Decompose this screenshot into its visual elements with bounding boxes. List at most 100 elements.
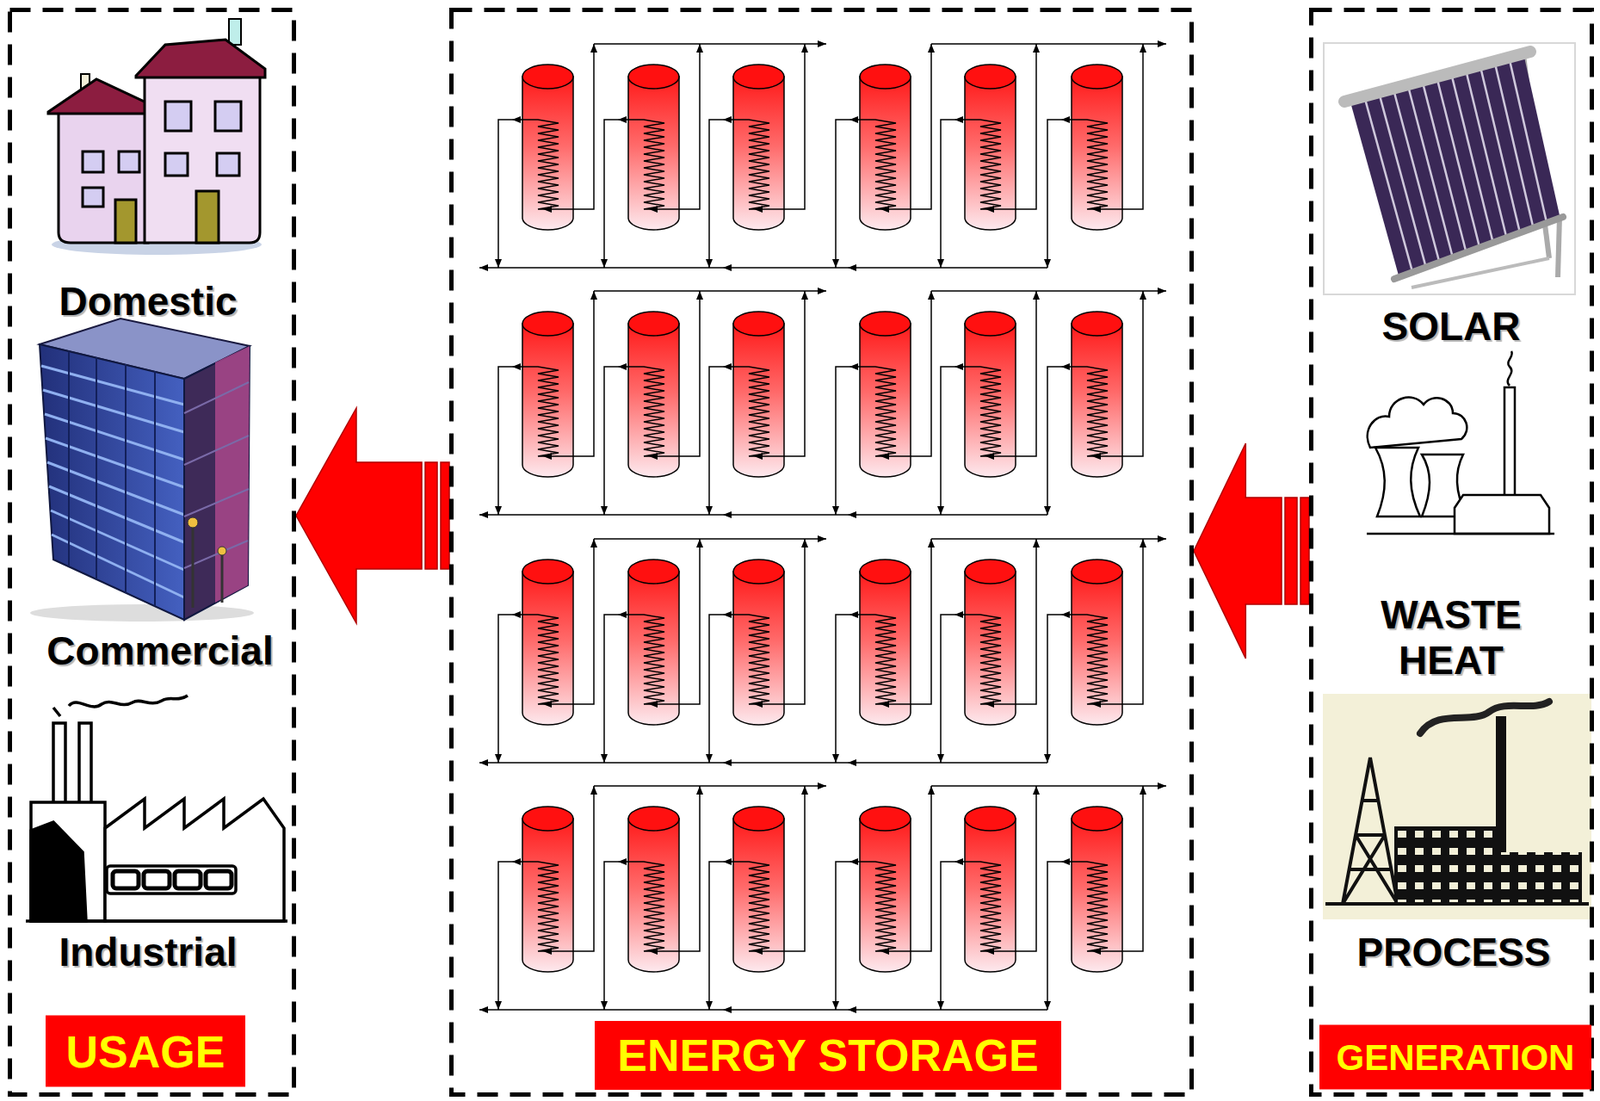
office-building-icon xyxy=(43,389,185,433)
solar-collector-icon xyxy=(1344,51,1531,102)
power-plant-icon xyxy=(1366,532,1555,536)
process-plant-icon xyxy=(1342,757,1398,904)
process-plant-icon xyxy=(1420,701,1550,734)
storage-tank-array xyxy=(479,40,1167,272)
office-building-icon xyxy=(184,488,249,517)
solar-collector-icon xyxy=(1557,216,1560,278)
factory-icon xyxy=(53,695,188,717)
office-building-icon xyxy=(50,510,185,570)
factory-icon xyxy=(53,722,66,810)
house-icon xyxy=(196,191,219,243)
section-label: ENERGY STORAGE xyxy=(594,1020,1062,1090)
house-icon xyxy=(165,153,188,176)
factory-icon xyxy=(79,722,92,810)
office-building-icon xyxy=(191,526,195,608)
office-building-icon xyxy=(221,555,224,603)
storage-tank-array xyxy=(479,782,1167,1014)
power-plant-icon xyxy=(1375,447,1421,517)
flow-arrow xyxy=(1284,497,1298,605)
power-plant-icon xyxy=(1507,351,1513,386)
office-building-icon xyxy=(95,357,98,580)
process-plant-icon xyxy=(1322,693,1592,920)
solar-collector-icon xyxy=(1480,64,1520,230)
process-plant-icon xyxy=(1394,826,1496,904)
panel-box: DomesticCommercialIndustrialUSAGE xyxy=(7,7,297,1097)
office-building-icon xyxy=(184,382,249,414)
solar-collector-icon xyxy=(1394,216,1563,279)
office-building-icon xyxy=(67,351,70,567)
storage-tank-array xyxy=(479,535,1167,767)
house-icon xyxy=(48,79,152,114)
factory-icon xyxy=(30,821,87,921)
process-plant-icon xyxy=(1325,901,1589,906)
flow-arrow xyxy=(440,462,450,569)
section-label: USAGE xyxy=(45,1015,246,1088)
flow-arrow xyxy=(1193,443,1310,659)
office-building-icon xyxy=(30,318,254,622)
storage-tank-array xyxy=(479,40,1167,1014)
house-icon xyxy=(82,187,104,207)
office-building-icon xyxy=(45,438,185,488)
house-icon xyxy=(118,151,140,173)
flow-arrow xyxy=(425,462,438,569)
office-building-icon xyxy=(154,370,156,606)
house-icon xyxy=(216,153,240,176)
factory-icon xyxy=(205,871,232,889)
process-plant-icon xyxy=(1495,852,1582,904)
flow-arrow xyxy=(1300,497,1310,605)
factory-icon xyxy=(112,871,139,889)
office-building-icon xyxy=(124,364,127,594)
storage-tank-array xyxy=(479,287,1167,519)
house-icon xyxy=(115,199,136,243)
power-plant-icon xyxy=(1454,494,1550,534)
office-building-icon xyxy=(44,413,185,460)
flow-arrow xyxy=(296,407,422,624)
section-label: GENERATION xyxy=(1319,1025,1592,1090)
power-plant-icon xyxy=(1367,397,1468,448)
solar-collector-icon xyxy=(1364,95,1413,272)
office-building-icon xyxy=(217,546,227,556)
factory-icon xyxy=(174,871,201,889)
office-building-icon xyxy=(41,365,185,598)
dashed-panel-outline xyxy=(1311,10,1593,1095)
icon-caption: Domestic xyxy=(58,278,237,325)
office-building-icon xyxy=(184,435,249,465)
process-plant-icon xyxy=(1495,716,1507,854)
factory-icon xyxy=(30,802,106,921)
factory-icon xyxy=(25,919,288,923)
factory-icon xyxy=(143,871,170,889)
house-icon xyxy=(135,39,266,78)
solar-collector-icon xyxy=(1323,43,1576,295)
factory-icon xyxy=(106,865,236,894)
panel-box: SOLAR WASTE HEAT PROCESS GENERATION xyxy=(1309,7,1594,1097)
office-building-icon xyxy=(68,351,155,606)
house-icon xyxy=(215,101,241,131)
power-plant-icon xyxy=(1366,351,1555,534)
office-building-icon xyxy=(39,344,185,620)
office-building-icon xyxy=(30,604,254,622)
office-building-icon xyxy=(184,345,250,620)
icon-caption: Industrial xyxy=(58,929,237,976)
house-icon xyxy=(144,72,260,243)
process-plant-icon xyxy=(1322,693,1592,920)
icon-caption: WASTE HEAT xyxy=(1339,592,1563,684)
house-icon xyxy=(58,106,149,243)
factory-icon xyxy=(25,695,288,921)
icon-caption: SOLAR xyxy=(1382,303,1521,350)
factory-icon xyxy=(105,798,285,921)
dashed-panel-outline xyxy=(451,10,1193,1095)
flow-arrow xyxy=(1193,443,1282,659)
office-building-icon xyxy=(51,534,185,598)
solar-collector-icon xyxy=(1494,61,1533,226)
house-icon xyxy=(165,101,192,131)
solar-collector-icon xyxy=(1323,43,1576,295)
icon-caption: PROCESS xyxy=(1357,929,1551,976)
office-building-icon xyxy=(187,517,198,528)
flow-arrow xyxy=(296,407,450,624)
panel-box: ENERGY STORAGE xyxy=(449,7,1194,1097)
house-icon xyxy=(82,151,104,173)
icon-caption: Commercial xyxy=(46,628,273,674)
dashed-panel-outline xyxy=(10,10,295,1095)
office-building-icon xyxy=(47,462,185,515)
